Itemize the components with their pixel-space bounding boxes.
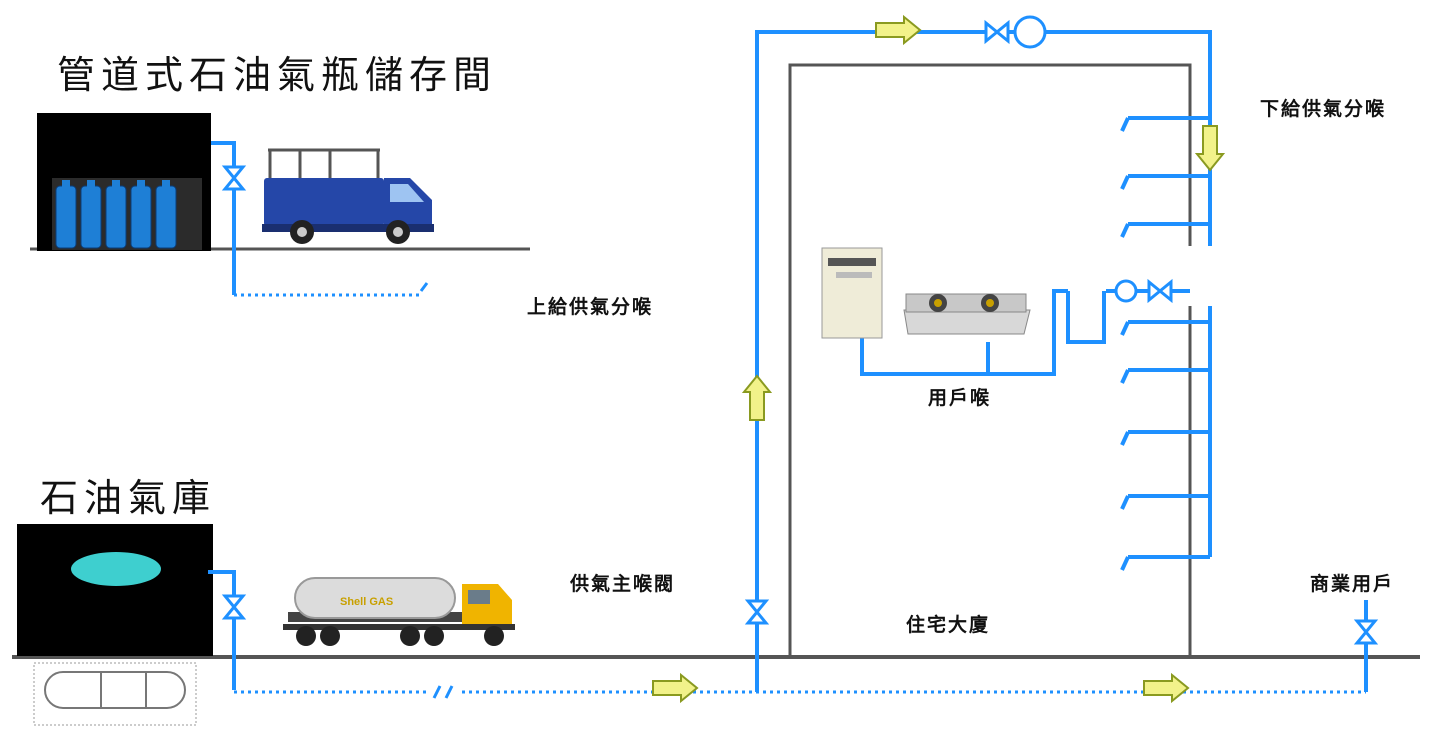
cylinder-room-pipe (211, 141, 429, 297)
flow-arrow-icon (1196, 125, 1224, 171)
main-supply-pipe (208, 570, 1368, 699)
upfeed-riser-pipe (755, 30, 1212, 692)
cylinder-room-valve-icon (223, 165, 245, 191)
lpg-depot (17, 524, 213, 726)
user-pipe-label: 用戶喉 (928, 387, 992, 409)
residential-building-outline (788, 63, 1192, 659)
gas-meter-icon (1013, 15, 1047, 49)
cylinder-delivery-truck (262, 148, 434, 244)
upfeed-riser-label: 上給供氣分喉 (527, 296, 654, 318)
household-meter-icon (1114, 279, 1138, 303)
downfeed-riser-label: 下給供氣分喉 (1260, 98, 1387, 120)
water-heater-appliance (821, 247, 883, 339)
flow-arrow-icon (743, 375, 771, 421)
residential-building-label: 住宅大廈 (906, 614, 991, 636)
flow-arrow-icon (652, 674, 698, 702)
depot-valve-icon (223, 594, 245, 620)
main-valve-label: 供氣主喉閥 (570, 573, 676, 595)
tanker-brand-text: Shell GAS (340, 596, 393, 608)
commercial-valve-icon (1355, 619, 1377, 645)
downfeed-branches (1120, 116, 1210, 571)
depot-tank-icon (71, 552, 161, 586)
lpg-tanker-truck: Shell GAS (283, 577, 515, 646)
cylinder-room (37, 113, 211, 251)
flow-arrow-icon (875, 16, 921, 44)
lpg-depot-title: 石油氣庫 (40, 476, 217, 520)
cylinder-room-title: 管道式石油氣瓶儲存間 (57, 53, 498, 97)
top-valve-meter (984, 15, 1047, 49)
main-valve-icon (746, 599, 768, 625)
flow-arrow-icon (1143, 674, 1189, 702)
commercial-user-label: 商業用戶 (1310, 573, 1395, 595)
gas-stove-appliance (903, 293, 1031, 335)
